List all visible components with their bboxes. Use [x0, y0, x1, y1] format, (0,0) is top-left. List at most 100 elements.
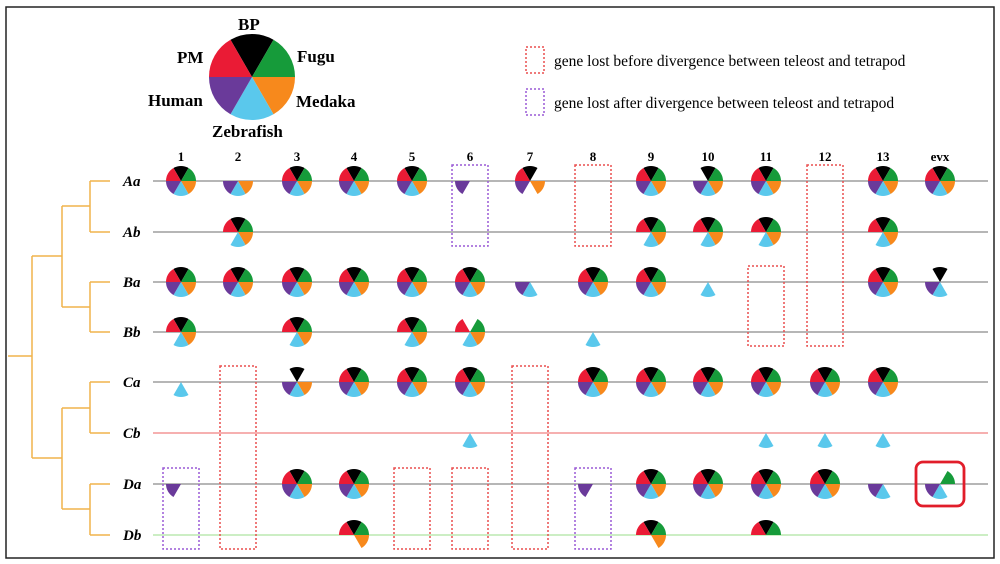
legend-label-human: Human [148, 91, 203, 110]
cell-ba-2-fugu-wedge [238, 269, 253, 282]
highlight-box [914, 460, 966, 508]
row-label-ca: Ca [123, 375, 141, 391]
cell-aa-2-human-wedge [223, 181, 238, 194]
cell-ba-4-human-wedge [339, 282, 354, 295]
cell-ba-2-medaka-wedge [238, 282, 253, 295]
cell-bb-1-pm-wedge [166, 319, 181, 332]
cell-aa-11-pm-wedge [751, 168, 766, 181]
cell-ab-11-fugu-wedge [766, 219, 781, 232]
cell-da-9-medaka-wedge [651, 484, 666, 497]
cell-ca-9-fugu-wedge [651, 369, 666, 382]
cell-ab-2 [223, 217, 253, 247]
cell-ab-2-zebrafish-wedge [230, 232, 246, 247]
cell-aa-4-medaka-wedge [354, 181, 369, 194]
cell-bb-5-pm-wedge [397, 319, 412, 332]
species-legend: BP Fugu Medaka Zebrafish Human PM [148, 15, 356, 141]
column-label-2: 2 [235, 149, 242, 164]
cell-ca-4-medaka-wedge [354, 382, 369, 395]
cell-aa-1-fugu-wedge [181, 168, 196, 181]
lost-before-box-col-5 [393, 467, 431, 550]
legend-pie-human-wedge [209, 77, 252, 115]
cell-aa-10-fugu-wedge [708, 168, 723, 181]
cell-da-10-pm-wedge [693, 471, 708, 484]
cell-da-evx [925, 471, 955, 499]
cell-aa-7-pm-wedge [515, 168, 530, 181]
cell-ba-8-fugu-wedge [593, 269, 608, 282]
cell-ca-11-human-wedge [751, 382, 766, 395]
cell-ba-4 [339, 267, 369, 297]
cell-bb-3-bp-wedge [289, 317, 305, 332]
cell-bb-3 [282, 317, 312, 347]
cell-da-9-bp-wedge [643, 469, 659, 484]
cell-da-9-human-wedge [636, 484, 651, 497]
cell-ca-13 [868, 367, 898, 397]
cell-ca-11-bp-wedge [758, 367, 774, 382]
cell-ca-5 [397, 367, 427, 397]
cell-aa-11-human-wedge [751, 181, 766, 194]
cell-ca-11-fugu-wedge [766, 369, 781, 382]
cell-ba-5-zebrafish-wedge [404, 282, 420, 297]
cell-aa-5-fugu-wedge [412, 168, 427, 181]
cell-ab-2-medaka-wedge [238, 232, 253, 245]
cell-ca-5-pm-wedge [397, 369, 412, 382]
cell-ba-13-bp-wedge [875, 267, 891, 282]
cell-ca-3-zebrafish-wedge [289, 382, 305, 397]
cell-aa-11-zebrafish-wedge [758, 181, 774, 196]
cell-aa-3-bp-wedge [289, 166, 305, 181]
cell-ba-4-medaka-wedge [354, 282, 369, 295]
cell-ba-1 [166, 267, 196, 297]
cell-aa-11-medaka-wedge [766, 181, 781, 194]
column-label-8: 8 [590, 149, 597, 164]
cell-aa-2-medaka-wedge [238, 181, 253, 194]
cell-aa-4-fugu-wedge [354, 168, 369, 181]
cell-ba-4-bp-wedge [346, 267, 362, 282]
cell-ab-13-bp-wedge [875, 217, 891, 232]
cell-ab-11-pm-wedge [751, 219, 766, 232]
cell-aa-10-bp-wedge [700, 166, 716, 181]
legend-label-fugu: Fugu [297, 47, 335, 66]
cell-ca-8-zebrafish-wedge [585, 382, 601, 397]
highlight [914, 460, 966, 508]
cell-ca-3-human-wedge [282, 382, 297, 395]
cell-ab-2-pm-wedge [223, 219, 238, 232]
cell-aa-1-zebrafish-wedge [173, 181, 189, 196]
cell-ca-8-bp-wedge [585, 367, 601, 382]
cell-ba-9 [636, 267, 666, 297]
cell-ba-9-zebrafish-wedge [643, 282, 659, 297]
cell-bb-1-fugu-wedge [181, 319, 196, 332]
cell-ba-1-fugu-wedge [181, 269, 196, 282]
cell-da-10-bp-wedge [700, 469, 716, 484]
lost-before-box-col-12 [806, 164, 844, 347]
cell-da-3-fugu-wedge [297, 471, 312, 484]
cell-ca-8-human-wedge [578, 382, 593, 395]
cell-cb-13 [875, 433, 891, 448]
cell-ba-10-zebrafish-wedge [700, 282, 716, 297]
column-label-5: 5 [409, 149, 416, 164]
cell-ab-9-medaka-wedge [651, 232, 666, 245]
cell-aa-10 [693, 166, 723, 196]
lost-before-box-col-7 [511, 365, 549, 550]
cell-aa-evx-pm-wedge [925, 168, 940, 181]
cell-ab-2-bp-wedge [230, 217, 246, 232]
cell-ab-2-fugu-wedge [238, 219, 253, 232]
cell-da-8-human-wedge [578, 484, 593, 497]
cell-aa-9 [636, 166, 666, 196]
cell-aa-1-pm-wedge [166, 168, 181, 181]
cell-ba-3-human-wedge [282, 282, 297, 295]
cell-ba-2 [223, 267, 253, 297]
legend-pie-pm-wedge [209, 39, 252, 77]
cell-bb-5-fugu-wedge [412, 319, 427, 332]
cell-ab-10-fugu-wedge [708, 219, 723, 232]
cell-aa-5-bp-wedge [404, 166, 420, 181]
cell-ca-10-bp-wedge [700, 367, 716, 382]
cell-ba-8-medaka-wedge [593, 282, 608, 295]
cell-da-11 [751, 469, 781, 499]
cell-bb-1 [166, 317, 196, 347]
loss-boxes [162, 164, 844, 550]
cell-ba-5-bp-wedge [404, 267, 420, 282]
cell-bb-5 [397, 317, 427, 347]
lost-before-box-col-8 [574, 164, 612, 247]
cell-ab-13-pm-wedge [868, 219, 883, 232]
cell-da-4-fugu-wedge [354, 471, 369, 484]
